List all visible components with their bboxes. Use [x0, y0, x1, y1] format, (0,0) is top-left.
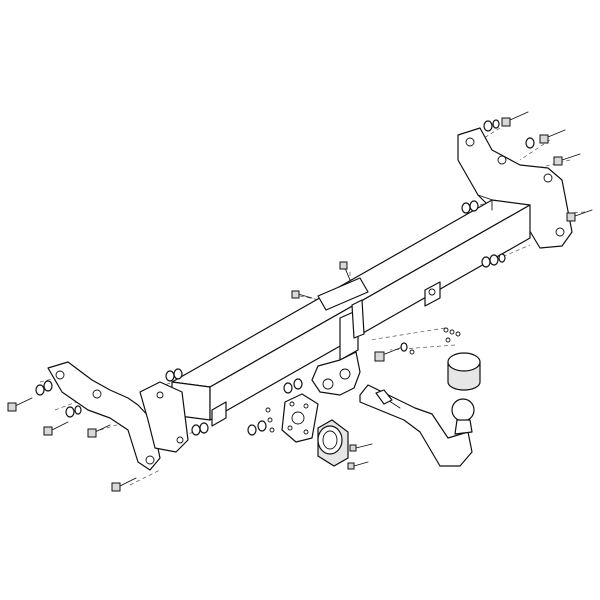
bolt: [501, 111, 529, 127]
socket-plate: [281, 393, 319, 443]
bolt: [553, 153, 581, 166]
bolt: [339, 261, 351, 281]
bolt: [566, 209, 593, 222]
left-mounting-bracket: [47, 361, 189, 471]
mounting-bolts: [7, 111, 593, 492]
ball-cover: [447, 352, 481, 391]
bolt: [87, 424, 111, 438]
right-mounting-bracket: [457, 127, 573, 249]
washers-and-nuts: [35, 119, 535, 436]
tow-ball-arm: [359, 384, 475, 467]
bolt: [291, 290, 313, 299]
electrical-socket: [317, 419, 349, 467]
screw: [349, 443, 373, 452]
bolt: [374, 347, 401, 362]
screw: [347, 461, 369, 470]
bolt: [7, 397, 33, 412]
bolt: [539, 129, 566, 144]
tow-plate-bracket: [311, 277, 369, 396]
bolt: [43, 421, 69, 436]
bolt: [111, 477, 137, 492]
